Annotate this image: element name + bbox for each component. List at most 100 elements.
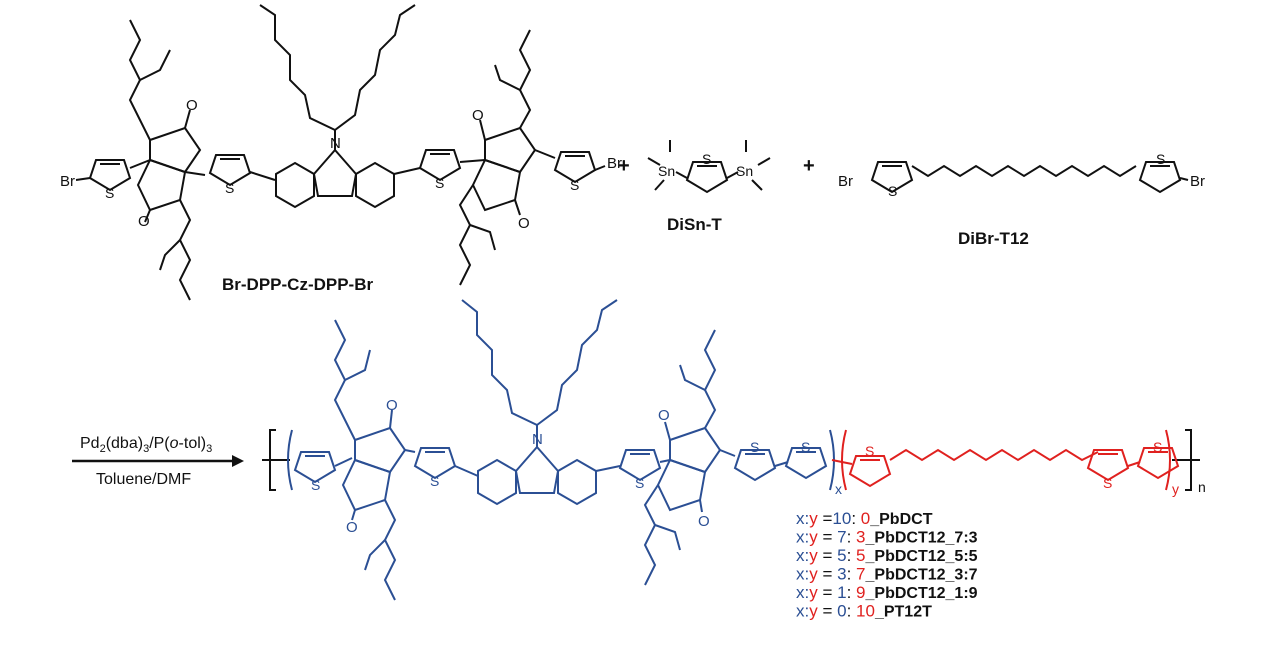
s-label-disn: S <box>702 151 711 167</box>
ratio-polymer-name: _PbDCT12_3:7 <box>865 567 978 584</box>
ratio-y-value: 5 <box>856 546 865 565</box>
ratio-y-value: 0 <box>861 509 870 528</box>
ratio-x-symbol: x <box>796 583 805 602</box>
br-label-dibr-right: Br <box>1190 173 1205 190</box>
ratio-row: x:y = 0: 10_PT12T <box>796 602 932 621</box>
ratio-x-symbol: x <box>796 528 805 547</box>
ratio-colon: : <box>805 509 810 528</box>
reaction-arrow <box>72 455 244 467</box>
ratio-y-symbol: y <box>809 565 818 584</box>
s-label-dibr-1: S <box>888 183 897 199</box>
sn-label-left: Sn <box>658 163 675 179</box>
ratio-value-colon: : <box>847 602 856 621</box>
ratio-row: x:y =10: 0_PbDCT <box>796 509 933 528</box>
ratio-y-symbol: y <box>809 509 818 528</box>
o-label-p4: O <box>698 513 710 530</box>
ratio-value-colon: : <box>847 528 856 547</box>
n-subscript: n <box>1198 479 1206 495</box>
ratio-polymer-name: _PbDCT12_1:9 <box>865 585 978 602</box>
catalyst-label: Pd2(dba)3/P(o-tol)3 <box>80 435 212 455</box>
ratio-row: x:y = 1: 9_PbDCT12_1:9 <box>796 583 978 602</box>
ratio-y-symbol: y <box>809 546 818 565</box>
plus-sign-2: + <box>803 155 815 177</box>
ratio-polymer-name: _PT12T <box>874 604 932 621</box>
br-label-right: Br <box>607 155 622 172</box>
ratio-equals: = <box>818 528 833 547</box>
ratio-row: x:y = 5: 5_PbDCT12_5:5 <box>796 546 978 565</box>
ratio-x-value: 3 <box>832 565 846 584</box>
br-label-left: Br <box>60 173 75 190</box>
ratio-colon: : <box>805 602 810 621</box>
ratio-colon: : <box>805 528 810 547</box>
ratio-x-symbol: x <box>796 565 805 584</box>
ratio-y-symbol: y <box>809 528 818 547</box>
s-label-r1: S <box>865 443 874 459</box>
ratio-x-value: 10 <box>832 509 851 528</box>
s-label-dibr-2: S <box>1156 151 1165 167</box>
ratio-value-colon: : <box>847 546 856 565</box>
br-label-dibr-left: Br <box>838 173 853 190</box>
ratio-polymer-name: _PbDCT12_5:5 <box>865 548 978 565</box>
ratio-y-symbol: y <box>809 602 818 621</box>
s-label-p3: S <box>635 475 644 491</box>
plus-sign-1: + <box>618 155 630 177</box>
ratio-colon: : <box>805 583 810 602</box>
ratio-y-value: 10 <box>856 602 875 621</box>
polymer-blue-segment <box>287 299 835 601</box>
ratio-equals: = <box>818 583 833 602</box>
monomer2-structure <box>647 140 771 193</box>
s-label-p5: S <box>801 439 810 455</box>
ratio-value-colon: : <box>847 583 856 602</box>
s-label-p4: S <box>750 439 759 455</box>
s-label-1: S <box>105 185 114 201</box>
o-label-p1: O <box>386 397 398 414</box>
sn-label-right: Sn <box>736 163 753 179</box>
ratio-equals: = <box>818 546 833 565</box>
ratio-colon: : <box>805 565 810 584</box>
solvent-label: Toluene/DMF <box>96 471 191 488</box>
ratio-x-value: 7 <box>832 528 846 547</box>
ratio-x-symbol: x <box>796 509 805 528</box>
polymer-brackets <box>262 429 1200 491</box>
o-label-3: O <box>472 107 484 124</box>
s-label-3: S <box>435 175 444 191</box>
ratio-y-value: 3 <box>856 528 865 547</box>
s-label-2: S <box>225 180 234 196</box>
ratio-y-symbol: y <box>809 583 818 602</box>
s-label-4: S <box>570 177 579 193</box>
y-subscript: y <box>1172 481 1179 497</box>
ratio-equals: = <box>818 602 833 621</box>
ratio-y-value: 9 <box>856 583 865 602</box>
o-label-p2: O <box>346 519 358 536</box>
monomer2-label: DiSn-T <box>667 215 722 234</box>
s-label-p1: S <box>311 477 320 493</box>
ratio-value-colon: : <box>847 565 856 584</box>
o-label-1: O <box>186 97 198 114</box>
ratio-x-value: 1 <box>832 583 846 602</box>
ratio-x-value: 0 <box>832 602 846 621</box>
o-label-2: O <box>138 213 150 230</box>
polymer-red-segment <box>831 429 1179 491</box>
monomer3-structure <box>871 161 1189 193</box>
monomer1-structure <box>75 4 606 301</box>
monomer1-label: Br-DPP-Cz-DPP-Br <box>222 275 374 294</box>
svg-text:Pd2(dba)3/P(o-tol)3: Pd2(dba)3/P(o-tol)3 <box>80 435 212 455</box>
s-label-r3: S <box>1153 439 1162 455</box>
o-label-4: O <box>518 215 530 232</box>
x-subscript: x <box>835 481 842 497</box>
n-label-cz: N <box>330 135 341 152</box>
ratio-equals: = <box>818 509 833 528</box>
monomer3-label: DiBr-T12 <box>958 229 1029 248</box>
ratio-equals: = <box>818 565 833 584</box>
ratio-row: x:y = 7: 3_PbDCT12_7:3 <box>796 528 978 547</box>
s-label-p2: S <box>430 473 439 489</box>
ratio-row: x:y = 3: 7_PbDCT12_3:7 <box>796 565 978 584</box>
ratio-x-symbol: x <box>796 546 805 565</box>
o-label-p3: O <box>658 407 670 424</box>
ratio-polymer-name: _PbDCT12_7:3 <box>865 530 978 547</box>
ratio-x-value: 5 <box>832 546 846 565</box>
s-label-r2: S <box>1103 475 1112 491</box>
ratio-polymer-name: _PbDCT <box>869 511 932 528</box>
